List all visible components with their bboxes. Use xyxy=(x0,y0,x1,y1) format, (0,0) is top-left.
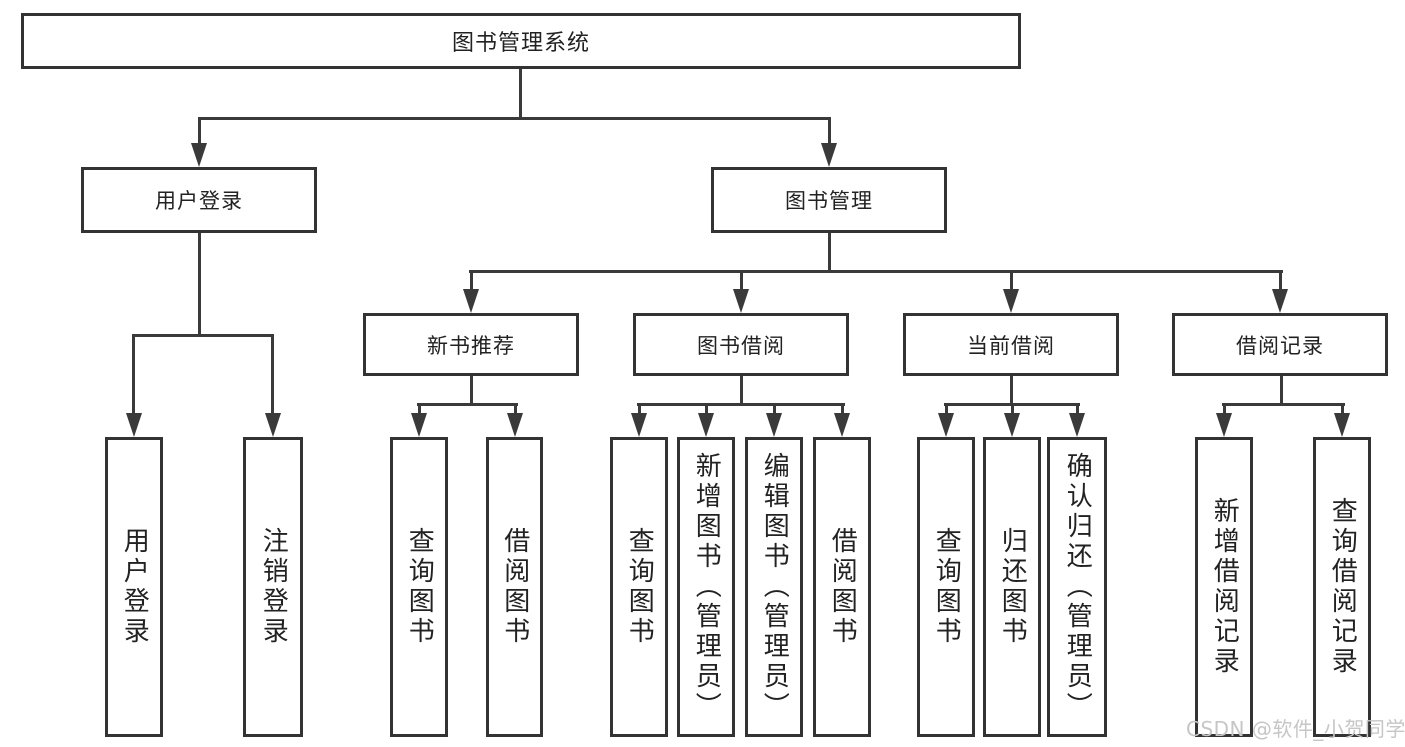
arrowhead xyxy=(265,413,281,437)
connector-line xyxy=(198,117,201,145)
node-new-book-recommend-label: 新书推荐 xyxy=(427,333,515,358)
connector-line xyxy=(1280,376,1283,406)
connector-line xyxy=(132,334,135,415)
node-current-borrow: 当前借阅 xyxy=(903,313,1119,376)
leaf-recommend-borrow-books: 借阅图书 xyxy=(486,437,543,737)
leaf-recommend-borrow-books-label: 借阅图书 xyxy=(499,527,530,647)
leaf-return-books: 归还图书 xyxy=(983,437,1041,737)
leaf-user-login: 用户登录 xyxy=(105,437,163,737)
leaf-current-query-books-label: 查询图书 xyxy=(931,527,962,647)
csdn-watermark: CSDN @软件_小贺同学 xyxy=(1186,717,1405,741)
arrowhead xyxy=(1216,413,1232,437)
node-current-borrow-label: 当前借阅 xyxy=(967,333,1055,358)
arrowhead xyxy=(1004,413,1020,437)
arrowhead xyxy=(821,143,837,167)
connector-line xyxy=(1222,403,1345,406)
arrowhead xyxy=(126,413,142,437)
connector-line xyxy=(132,334,274,337)
leaf-confirm-return-admin: 确认归还（管理员） xyxy=(1047,437,1107,737)
arrowhead xyxy=(834,413,850,437)
node-book-management-label: 图书管理 xyxy=(785,189,873,213)
leaf-borrow-query-books: 查询图书 xyxy=(610,437,668,737)
arrowhead xyxy=(1069,413,1085,437)
leaf-borrow-books: 借阅图书 xyxy=(813,437,871,737)
leaf-recommend-query-books-label: 查询图书 xyxy=(404,527,435,647)
arrowhead xyxy=(1003,289,1019,313)
arrowhead xyxy=(698,413,714,437)
leaf-add-borrow-record-label: 新增借阅记录 xyxy=(1209,497,1240,677)
leaf-add-books-admin-label: 新增图书（管理员） xyxy=(691,452,722,722)
arrowhead xyxy=(631,413,647,437)
node-book-borrow-label: 图书借阅 xyxy=(697,333,785,358)
arrowhead xyxy=(191,143,207,167)
connector-line xyxy=(841,403,844,417)
leaf-query-borrow-record: 查询借阅记录 xyxy=(1313,437,1371,737)
node-root-label: 图书管理系统 xyxy=(451,31,590,56)
arrowhead xyxy=(733,289,749,313)
leaf-logout: 注销登录 xyxy=(243,437,303,737)
connector-line xyxy=(1010,376,1013,406)
connector-line xyxy=(740,376,743,406)
leaf-user-login-label: 用户登录 xyxy=(119,527,150,647)
connector-line xyxy=(638,403,641,417)
connector-line xyxy=(1341,403,1344,417)
leaf-recommend-query-books: 查询图书 xyxy=(390,437,448,737)
node-book-borrow: 图书借阅 xyxy=(633,313,849,376)
connector-line xyxy=(1279,270,1282,291)
node-user-login: 用户登录 xyxy=(81,167,317,233)
node-user-login-label: 用户登录 xyxy=(155,189,243,213)
leaf-logout-label: 注销登录 xyxy=(258,527,289,647)
arrowhead xyxy=(1334,413,1350,437)
arrowhead xyxy=(507,413,523,437)
connector-line xyxy=(1010,270,1013,291)
connector-line xyxy=(1076,403,1079,417)
leaf-add-borrow-record: 新增借阅记录 xyxy=(1195,437,1253,737)
connector-line xyxy=(271,334,274,415)
connector-line xyxy=(469,270,1283,273)
leaf-return-books-label: 归还图书 xyxy=(997,527,1028,647)
arrowhead xyxy=(1272,289,1288,313)
connector-line xyxy=(705,403,708,417)
node-new-book-recommend: 新书推荐 xyxy=(363,313,579,376)
arrowhead xyxy=(411,413,427,437)
connector-line xyxy=(637,403,845,406)
connector-line xyxy=(417,403,518,406)
connector-line xyxy=(740,270,743,291)
leaf-borrow-books-label: 借阅图书 xyxy=(827,527,858,647)
node-book-management: 图书管理 xyxy=(711,167,947,233)
leaf-edit-books-admin-label: 编辑图书（管理员） xyxy=(759,452,790,722)
arrowhead xyxy=(463,289,479,313)
node-borrow-records: 借阅记录 xyxy=(1172,313,1388,376)
connector-line xyxy=(470,376,473,406)
leaf-borrow-query-books-label: 查询图书 xyxy=(624,527,655,647)
connector-line xyxy=(198,233,201,337)
connector-line xyxy=(828,117,831,145)
arrowhead xyxy=(938,413,954,437)
leaf-add-books-admin: 新增图书（管理员） xyxy=(677,437,735,737)
node-borrow-records-label: 借阅记录 xyxy=(1236,333,1324,358)
connector-line xyxy=(514,403,517,417)
connector-line xyxy=(418,403,421,417)
connector-line xyxy=(198,117,831,120)
connector-line xyxy=(828,233,831,273)
connector-line xyxy=(773,403,776,417)
connector-line xyxy=(519,69,522,119)
leaf-query-borrow-record-label: 查询借阅记录 xyxy=(1327,497,1358,677)
arrowhead xyxy=(766,413,782,437)
node-root-system: 图书管理系统 xyxy=(21,13,1021,69)
leaf-confirm-return-admin-label: 确认归还（管理员） xyxy=(1062,452,1093,722)
connector-line xyxy=(470,270,473,291)
leaf-edit-books-admin: 编辑图书（管理员） xyxy=(745,437,803,737)
connector-line xyxy=(1011,403,1014,417)
leaf-current-query-books: 查询图书 xyxy=(917,437,975,737)
connector-line xyxy=(1223,403,1226,417)
connector-line xyxy=(945,403,948,417)
